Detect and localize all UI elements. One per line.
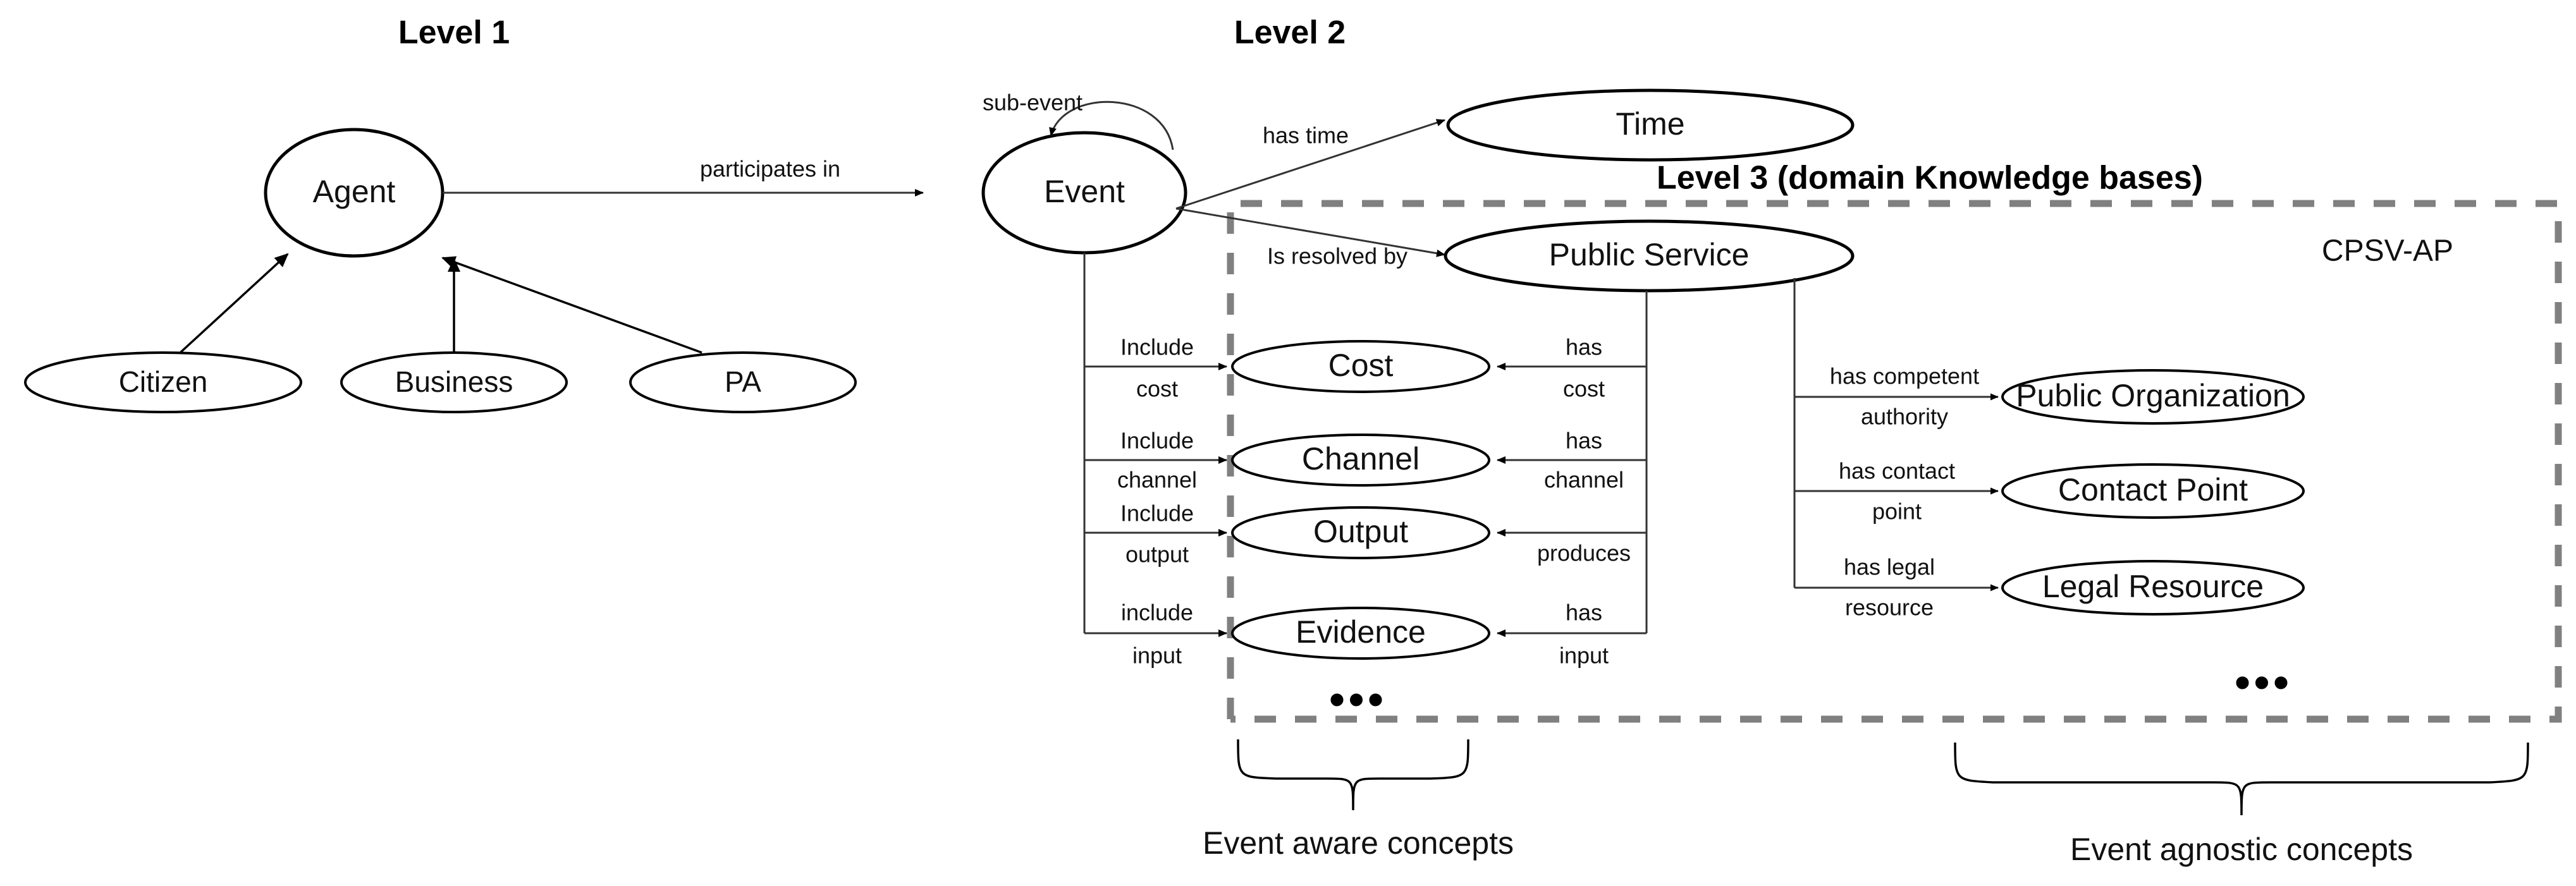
node-pa[interactable] [629, 351, 857, 413]
brace-event-aware [1237, 739, 1469, 811]
edge-public-service-trunk-right [1793, 278, 1999, 592]
node-time[interactable] [1446, 88, 1855, 162]
edge-label-has-cost-line2: cost [1563, 376, 1605, 402]
edge-label-has-competent-authority-line1: has competent [1830, 363, 1979, 389]
edge-label-has-input-line2: input [1559, 643, 1609, 669]
node-label-time: Time [1616, 106, 1684, 142]
edge-label-include-input-line2: input [1132, 643, 1182, 669]
edge-is-resolved-by [1175, 207, 1445, 257]
edge-has-time [1175, 119, 1445, 210]
node-label-citizen: Citizen [119, 365, 208, 398]
edge-label-include-cost-line1: Include [1120, 334, 1194, 360]
node-label-event: Event [1044, 174, 1125, 209]
edge-label-include-channel-line1: Include [1120, 428, 1194, 454]
edge-label-sub-event: sub-event [983, 90, 1083, 116]
edge-label-has-time: has time [1263, 123, 1349, 149]
edge-label-include-input-line1: include [1121, 600, 1193, 626]
edge-label-include-output-line2: output [1125, 542, 1189, 567]
title-level-3: Level 3 (domain Knowledge bases) [1657, 160, 2203, 197]
edge-label-include-output-line1: Include [1120, 501, 1194, 526]
brace-event-agnostic [1954, 742, 2529, 816]
edge-label-is-resolved-by: Is resolved by [1267, 243, 1408, 269]
edge-label-participates-in: participates in [700, 156, 840, 182]
node-contact-point[interactable] [2001, 463, 2305, 519]
node-label-cost: Cost [1328, 348, 1394, 383]
node-label-public-service: Public Service [1549, 237, 1750, 272]
brace-label-event-agnostic: Event agnostic concepts [2070, 832, 2413, 867]
node-label-pa: PA [725, 365, 761, 398]
node-legal-resource[interactable] [2001, 560, 2305, 616]
node-public-service[interactable] [1444, 219, 1855, 293]
brace-label-event-aware: Event aware concepts [1203, 825, 1514, 861]
edge-sub-event-loop [1049, 100, 1174, 150]
dashed-box-label: CPSV-AP [2322, 234, 2453, 268]
edge-event-trunk [1083, 253, 1227, 637]
node-evidence[interactable] [1231, 607, 1490, 660]
edge-label-has-channel-line2: channel [1544, 467, 1624, 493]
edge-public-service-trunk-left [1497, 291, 1648, 637]
edge-label-has-legal-resource-line1: has legal [1844, 554, 1935, 580]
edge-label-produces: produces [1537, 540, 1631, 566]
edge-pa-to-agent [441, 256, 702, 354]
edge-label-has-cost-line1: has [1566, 334, 1602, 360]
edge-label-has-competent-authority-line2: authority [1861, 404, 1948, 430]
ellipsis-middle: ••• [1329, 674, 1387, 724]
title-level-1: Level 1 [398, 15, 510, 51]
node-label-channel: Channel [1302, 441, 1420, 476]
edge-label-has-contact-point-line1: has contact [1839, 458, 1955, 484]
edge-citizen-to-agent [179, 253, 289, 354]
node-output[interactable] [1231, 506, 1490, 559]
node-label-business: Business [395, 365, 513, 398]
node-label-agent: Agent [313, 174, 396, 209]
node-public-organization[interactable] [2001, 369, 2305, 425]
node-label-contact-point: Contact Point [2058, 472, 2248, 507]
edge-label-has-contact-point-line2: point [1872, 499, 1922, 525]
node-channel[interactable] [1231, 434, 1490, 487]
node-citizen[interactable] [24, 351, 302, 413]
node-label-public-organization: Public Organization [2016, 378, 2290, 413]
ellipsis-right: ••• [2235, 657, 2293, 707]
edge-label-include-channel-line2: channel [1117, 467, 1197, 493]
edge-label-has-input-line1: has [1566, 600, 1602, 626]
title-level-2: Level 2 [1234, 15, 1346, 51]
edge-label-has-channel-line1: has [1566, 428, 1602, 454]
node-cost[interactable] [1231, 340, 1490, 393]
edge-label-has-legal-resource-line2: resource [1845, 595, 1934, 621]
level3-dashed-box [1227, 200, 2562, 723]
node-label-evidence: Evidence [1296, 614, 1426, 650]
node-label-legal-resource: Legal Resource [2042, 569, 2264, 604]
node-label-output: Output [1313, 514, 1408, 549]
edge-label-include-cost-line2: cost [1136, 376, 1178, 402]
